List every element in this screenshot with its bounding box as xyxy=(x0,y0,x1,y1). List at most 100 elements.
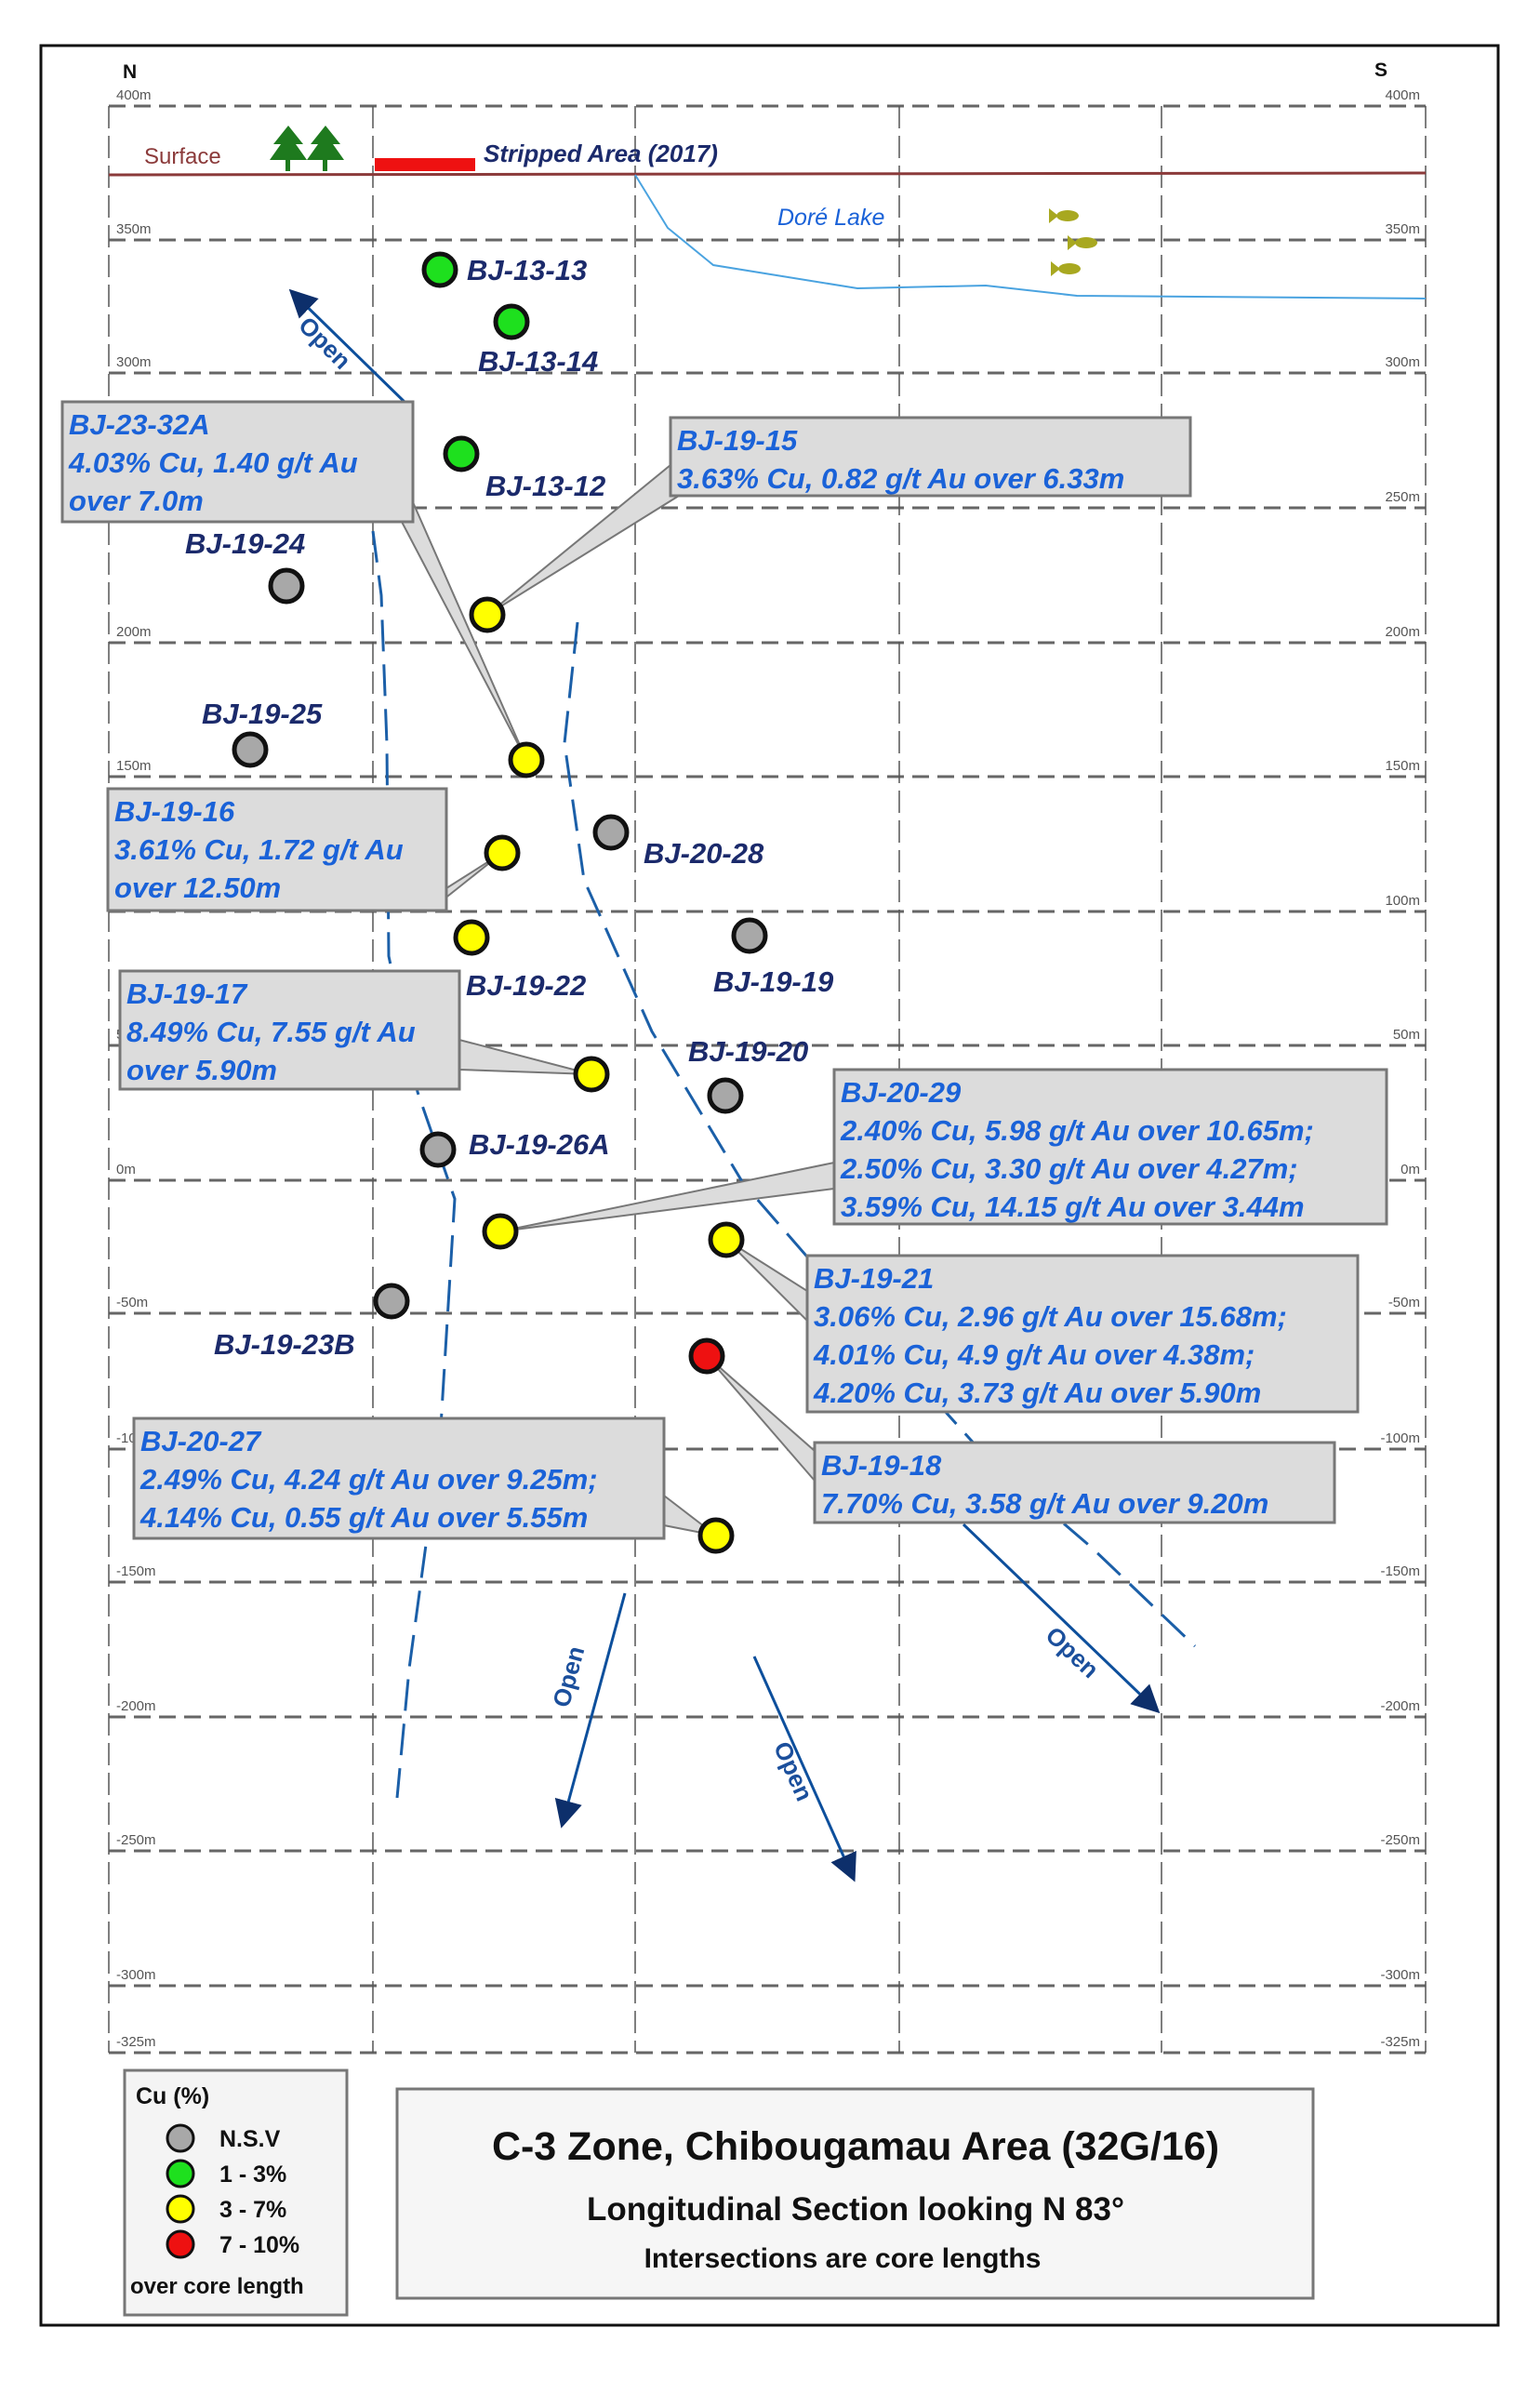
open-arrow xyxy=(752,1656,856,1882)
drill-hole-marker xyxy=(688,1337,725,1375)
drill-holes: BJ-13-13BJ-13-14BJ-13-12BJ-19-24BJ-19-25… xyxy=(185,251,834,1554)
legend-label: N.S.V xyxy=(219,2126,281,2152)
fault-trace-west xyxy=(371,530,457,1799)
depth-label-right: 50m xyxy=(1393,1027,1420,1043)
open-arrow xyxy=(962,1523,1161,1714)
subtitle: Longitudinal Section looking N 83° xyxy=(587,2191,1124,2228)
drill-hole-marker xyxy=(419,1131,457,1168)
legend-label: 1 - 3% xyxy=(219,2162,286,2188)
drill-hole-marker xyxy=(708,1221,745,1258)
depth-label-right: 250m xyxy=(1385,489,1420,505)
drill-hole-label: BJ-13-14 xyxy=(478,345,598,378)
callout-background xyxy=(118,969,461,1091)
legend-footer: over core length xyxy=(130,2274,304,2299)
callout-line: 3.63% Cu, 0.82 g/t Au over 6.33m xyxy=(677,462,1124,495)
south-label: S xyxy=(1374,60,1387,81)
callout-line: 4.03% Cu, 1.40 g/t Au xyxy=(68,446,358,479)
callout-box: BJ-19-15 3.63% Cu, 0.82 g/t Au over 6.33m xyxy=(669,416,1192,498)
callout-background xyxy=(805,1254,1360,1414)
drill-hole-label: BJ-19-23B xyxy=(214,1328,355,1361)
surface-label: Surface xyxy=(144,144,221,169)
callout-line: 8.49% Cu, 7.55 g/t Au xyxy=(126,1016,416,1048)
callout-box: BJ-19-18 7.70% Cu, 3.58 g/t Au over 9.20m xyxy=(813,1441,1336,1524)
callout-line: over 5.90m xyxy=(126,1054,277,1086)
drill-hole-marker xyxy=(707,1077,744,1114)
callout-hole-name: BJ-19-18 xyxy=(821,1449,942,1482)
depth-label-right: -300m xyxy=(1380,1967,1420,1983)
depth-label-right: -100m xyxy=(1380,1430,1420,1446)
tree-icon xyxy=(270,126,344,171)
drill-hole-marker xyxy=(484,834,521,871)
stripped-area-bar xyxy=(375,158,475,171)
drill-hole-label: BJ-20-28 xyxy=(644,837,764,870)
callout-line: 3.06% Cu, 2.96 g/t Au over 15.68m; xyxy=(814,1300,1287,1333)
drill-hole-marker xyxy=(373,1283,410,1320)
depth-label-right: 400m xyxy=(1385,87,1420,103)
drill-hole-marker xyxy=(443,435,480,472)
depth-label-left: -325m xyxy=(116,2034,156,2050)
callout-background xyxy=(832,1068,1388,1226)
drill-hole-marker xyxy=(453,919,490,956)
legend-swatch xyxy=(166,2194,195,2224)
callout-line: 3.61% Cu, 1.72 g/t Au xyxy=(114,833,404,866)
depth-label-right: -325m xyxy=(1380,2034,1420,2050)
callout-background xyxy=(132,1417,666,1540)
depth-label-right: 300m xyxy=(1385,354,1420,370)
depth-label-left: -50m xyxy=(116,1295,148,1310)
note: Intersections are core lengths xyxy=(644,2243,1042,2274)
surface-line xyxy=(108,171,1427,177)
drill-hole-label: BJ-19-22 xyxy=(466,969,586,1002)
callout-background xyxy=(106,787,448,912)
depth-label-left: -200m xyxy=(116,1698,156,1714)
callout-line: 4.20% Cu, 3.73 g/t Au over 5.90m xyxy=(813,1377,1261,1409)
drill-hole-marker xyxy=(508,741,545,778)
open-arrow xyxy=(554,1592,627,1829)
callout-box: BJ-19-213.06% Cu, 2.96 g/t Au over 15.68… xyxy=(805,1254,1360,1414)
depth-label-right: 200m xyxy=(1385,624,1420,640)
depth-label-left: 400m xyxy=(116,87,152,103)
open-arrow xyxy=(288,288,411,408)
drill-hole-marker xyxy=(482,1213,519,1250)
drill-hole-marker xyxy=(573,1056,610,1093)
callout-hole-name: BJ-19-15 xyxy=(677,424,798,457)
depth-label-right: 150m xyxy=(1385,758,1420,774)
drill-hole-marker xyxy=(232,731,269,768)
legend-label: 3 - 7% xyxy=(219,2197,286,2223)
callout-hole-name: BJ-19-16 xyxy=(114,795,235,828)
callout-line: 2.49% Cu, 4.24 g/t Au over 9.25m; xyxy=(139,1463,598,1496)
title-block: C-3 Zone, Chibougamau Area (32G/16) Long… xyxy=(395,2087,1315,2300)
drill-hole-marker xyxy=(731,917,768,954)
depth-label-left: 200m xyxy=(116,624,152,640)
drill-hole-label: BJ-19-25 xyxy=(202,698,323,730)
drill-hole-marker xyxy=(421,251,458,288)
legend: Cu (%) N.S.V1 - 3%3 - 7%7 - 10% over cor… xyxy=(123,2068,349,2317)
depth-label-right: -150m xyxy=(1380,1563,1420,1579)
depth-label-left: -250m xyxy=(116,1832,156,1848)
callout-line: over 12.50m xyxy=(114,871,281,904)
callout-box: BJ-19-16 3.61% Cu, 1.72 g/t Au over 12.50m xyxy=(106,787,448,912)
depth-label-left: -150m xyxy=(116,1563,156,1579)
callout-line: 7.70% Cu, 3.58 g/t Au over 9.20m xyxy=(821,1487,1268,1520)
legend-swatch xyxy=(166,2123,195,2153)
callout-line: 2.50% Cu, 3.30 g/t Au over 4.27m; xyxy=(840,1152,1298,1185)
callout-box: BJ-20-292.40% Cu, 5.98 g/t Au over 10.65… xyxy=(832,1068,1388,1226)
drill-hole-label: BJ-19-26A xyxy=(469,1128,610,1161)
drill-hole-label: BJ-19-19 xyxy=(713,965,834,998)
stripped-area-label: Stripped Area (2017) xyxy=(484,140,718,167)
drill-hole-marker xyxy=(268,567,305,605)
callout-line: 2.40% Cu, 5.98 g/t Au over 10.65m; xyxy=(840,1114,1314,1147)
drill-hole-label: BJ-19-24 xyxy=(185,527,305,560)
depth-label-right: -50m xyxy=(1388,1295,1420,1310)
callout-background xyxy=(669,416,1192,498)
drill-hole-label: BJ-19-20 xyxy=(688,1035,808,1068)
lake-label: Doré Lake xyxy=(777,205,884,231)
drill-hole-marker xyxy=(592,814,630,851)
drill-hole-label: BJ-13-12 xyxy=(485,470,605,502)
depth-label-right: -250m xyxy=(1380,1832,1420,1848)
callout-line: 3.59% Cu, 14.15 g/t Au over 3.44m xyxy=(841,1190,1305,1223)
callout-hole-name: BJ-20-27 xyxy=(140,1425,262,1457)
depth-label-right: 0m xyxy=(1401,1162,1420,1177)
